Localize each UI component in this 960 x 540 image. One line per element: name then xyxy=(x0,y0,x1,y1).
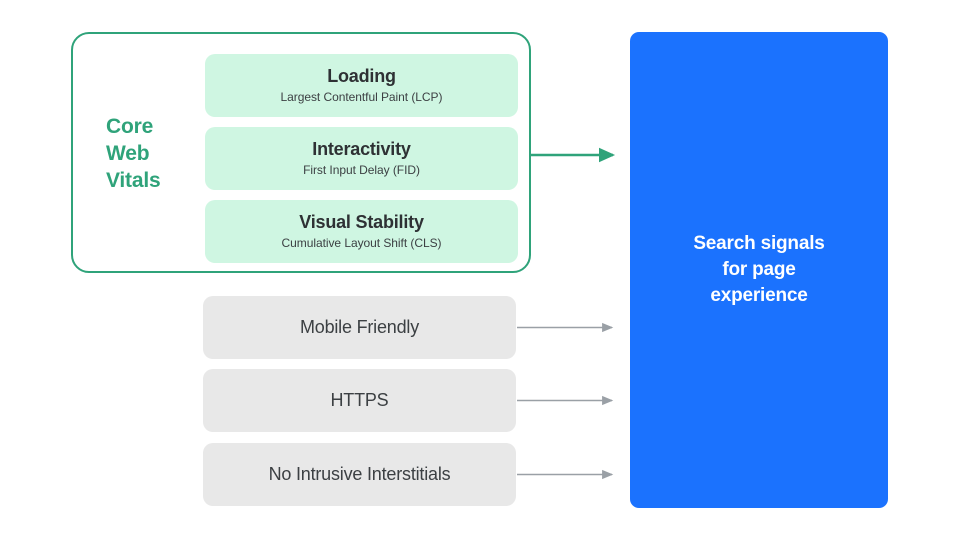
core-web-vitals-group: Core Web Vitals Loading Largest Contentf… xyxy=(71,32,531,273)
no-intrusive-interstitials-card[interactable]: No Intrusive Interstitials xyxy=(203,443,516,506)
vital-card-interactivity[interactable]: Interactivity First Input Delay (FID) xyxy=(205,127,518,190)
https-card[interactable]: HTTPS xyxy=(203,369,516,432)
vital-card-loading[interactable]: Loading Largest Contentful Paint (LCP) xyxy=(205,54,518,117)
signal-card-label: Mobile Friendly xyxy=(299,317,420,337)
vital-card-subtitle: Cumulative Layout Shift (CLS) xyxy=(281,236,442,251)
core-web-vitals-label: Core Web Vitals xyxy=(106,115,161,192)
vital-card-subtitle: Largest Contentful Paint (LCP) xyxy=(280,90,443,105)
signal-card-label: No Intrusive Interstitials xyxy=(268,464,451,484)
mobile-friendly-card[interactable]: Mobile Friendly xyxy=(203,296,516,359)
vital-card-title: Interactivity xyxy=(312,138,411,159)
search-signals-text: Search signals for page experience xyxy=(693,232,825,307)
signal-card-label: HTTPS xyxy=(330,390,389,410)
vital-card-title: Visual Stability xyxy=(299,211,424,232)
vital-card-visual-stability[interactable]: Visual Stability Cumulative Layout Shift… xyxy=(205,200,518,263)
vital-card-title: Loading xyxy=(327,65,396,86)
vital-card-subtitle: First Input Delay (FID) xyxy=(303,163,420,178)
search-signals-box[interactable]: Search signals for page experience xyxy=(630,32,888,508)
